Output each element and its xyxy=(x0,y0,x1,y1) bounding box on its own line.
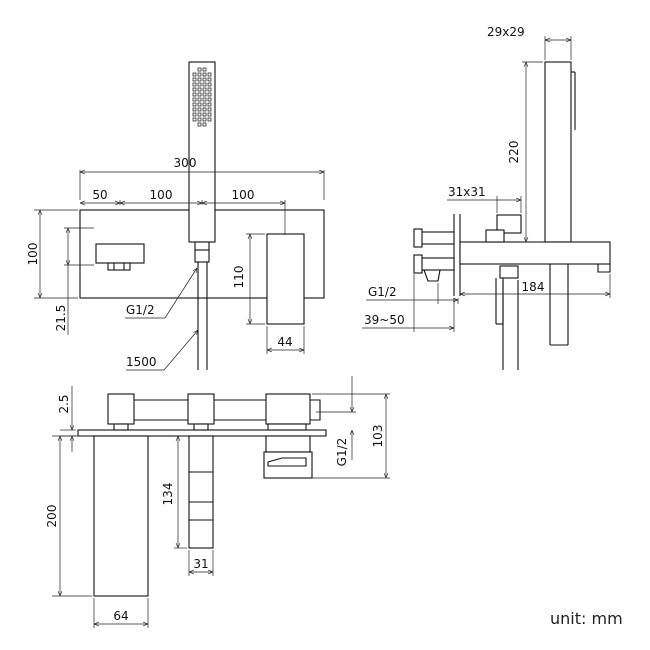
dim-side-thread: G1/2 xyxy=(368,285,397,299)
dim-spout-depth: 64 xyxy=(113,609,128,623)
top-holder xyxy=(188,435,214,549)
dim-front-thread: G1/2 xyxy=(126,303,155,317)
nozzle xyxy=(197,97,202,102)
dim-hose-length: 1500 xyxy=(126,355,157,369)
spout-front xyxy=(266,233,305,325)
nozzle xyxy=(197,107,202,112)
dim-plate-height: 100 xyxy=(26,243,40,266)
nozzle xyxy=(202,92,207,97)
nozzle xyxy=(207,117,212,122)
nozzle xyxy=(197,92,202,97)
nozzle xyxy=(202,97,207,102)
nozzle xyxy=(207,107,212,112)
dim-side-projection: 184 xyxy=(522,280,545,294)
top-plate xyxy=(77,429,327,437)
nozzle xyxy=(207,102,212,107)
nozzle xyxy=(202,67,207,72)
dim-50: 50 xyxy=(92,188,107,202)
side-spout xyxy=(459,241,611,265)
unit-label: unit: mm xyxy=(550,609,623,628)
shower-connector xyxy=(194,241,210,263)
nozzle xyxy=(197,117,202,122)
nozzle xyxy=(192,87,197,92)
nozzle xyxy=(192,112,197,117)
nozzle xyxy=(192,72,197,77)
nozzle xyxy=(207,92,212,97)
nozzle xyxy=(202,87,207,92)
dim-holder-width: 31 xyxy=(193,557,208,571)
nozzle xyxy=(192,107,197,112)
dim-top-plate: 2.5 xyxy=(57,394,71,413)
nozzle xyxy=(207,97,212,102)
nozzle xyxy=(197,72,202,77)
nozzle xyxy=(192,77,197,82)
nozzle xyxy=(197,102,202,107)
nozzle xyxy=(207,82,212,87)
shower-nozzle-grid xyxy=(192,67,212,127)
dim-holder-length: 134 xyxy=(161,483,175,506)
nozzle xyxy=(192,92,197,97)
dim-offset: 21.5 xyxy=(54,305,68,332)
nozzle xyxy=(197,87,202,92)
dim-spout-width: 44 xyxy=(277,335,292,349)
nozzle xyxy=(197,112,202,117)
top-view: 2.5 103 G1/2 200 64 134 31 xyxy=(45,376,390,628)
dim-handshower-length: 220 xyxy=(507,141,521,164)
nozzle xyxy=(202,82,207,87)
dim-body-height: 103 xyxy=(371,425,385,448)
dim-300: 300 xyxy=(174,156,197,170)
nozzle xyxy=(202,77,207,82)
mixer-handle xyxy=(95,243,145,264)
dim-holder-size: 31x31 xyxy=(448,185,486,199)
side-view: 29x29 220 31x31 G1/2 184 39~50 xyxy=(362,25,611,370)
dim-100-a: 100 xyxy=(150,188,173,202)
nozzle xyxy=(197,67,202,72)
top-spout xyxy=(93,435,149,597)
dim-top-thread: G1/2 xyxy=(335,438,349,467)
nozzle xyxy=(207,87,212,92)
nozzle xyxy=(197,77,202,82)
dim-spout-length: 200 xyxy=(45,505,59,528)
dim-handshower-size: 29x29 xyxy=(487,25,525,39)
nozzle xyxy=(197,122,202,127)
front-view: 300 50 100 100 100 21.5 110 44 G1 xyxy=(26,61,325,371)
nozzle xyxy=(192,97,197,102)
nozzle xyxy=(202,102,207,107)
nozzle xyxy=(207,77,212,82)
dim-wall-depth: 39~50 xyxy=(364,313,405,327)
dim-spout-height: 110 xyxy=(232,266,246,289)
nozzle xyxy=(192,102,197,107)
nozzle xyxy=(202,122,207,127)
nozzle xyxy=(192,82,197,87)
side-hand-shower xyxy=(544,61,572,243)
nozzle xyxy=(207,72,212,77)
nozzle xyxy=(202,112,207,117)
nozzle xyxy=(202,107,207,112)
nozzle xyxy=(197,82,202,87)
nozzle xyxy=(192,117,197,122)
nozzle xyxy=(202,72,207,77)
side-holder xyxy=(496,214,522,234)
nozzle xyxy=(207,112,212,117)
dim-100-b: 100 xyxy=(232,188,255,202)
nozzle xyxy=(202,117,207,122)
